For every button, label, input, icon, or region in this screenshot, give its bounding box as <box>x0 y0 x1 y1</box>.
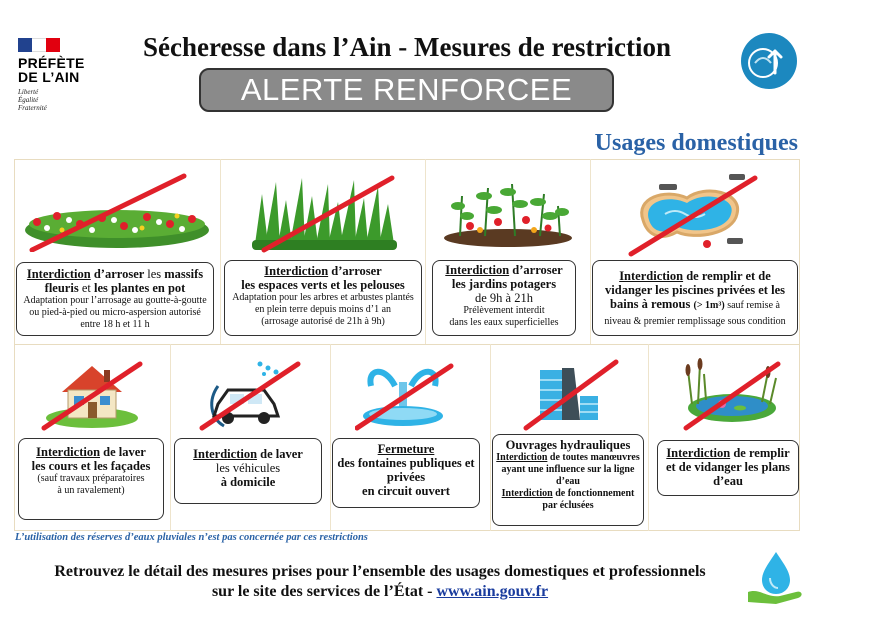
vegetable-garden-icon <box>440 176 576 250</box>
caption-detail: à un ravalement) <box>57 485 125 496</box>
caption-flower-beds: Interdiction d’arroser les massifs fleur… <box>16 262 214 336</box>
caption-text: de remplir et de vidanger les plans d’ea… <box>665 446 791 488</box>
caption-text: à domicile <box>220 475 276 489</box>
caption-text: les <box>147 267 162 281</box>
prefecture-logo: PRÉFÈTE DE L’AIN Liberté Égalité Fratern… <box>18 38 88 112</box>
caption-text: et <box>81 281 91 295</box>
caption-pools: Interdiction de remplir et de vidanger l… <box>592 260 798 336</box>
page-title: Sécheresse dans l’Ain - Mesures de restr… <box>143 32 671 62</box>
caption-courtyards: Interdiction de laver les cours et les f… <box>18 438 164 520</box>
keyword-fermeture: Fermeture <box>377 442 435 456</box>
french-flag-icon <box>18 38 60 52</box>
ddt-logo-icon <box>741 33 797 89</box>
caption-ponds: Interdiction de remplir et de vidanger l… <box>657 440 799 496</box>
caption-text: (> 1m³) <box>693 300 725 311</box>
keyword-interdiction: Interdiction <box>619 269 684 283</box>
caption-vegetable-gardens: Interdiction d’arroser les jardins potag… <box>432 260 576 336</box>
keyword-interdiction: Interdiction <box>36 445 101 459</box>
caption-text: de fonctionnement par éclusées <box>542 488 635 511</box>
caption-fountains: Fermeture des fontaines publiques et pri… <box>332 438 480 508</box>
grid-col-divider <box>330 344 331 531</box>
keyword-interdiction: Interdiction <box>496 452 548 463</box>
caption-text: de laver <box>257 447 303 461</box>
keyword-interdiction: Interdiction <box>193 447 258 461</box>
grid-col-divider <box>490 344 491 531</box>
grid-col-divider <box>170 344 171 531</box>
caption-text: les espaces verts et les pelouses <box>241 278 405 292</box>
caption-text: les plantes en pot <box>90 281 186 295</box>
motto-fraternite: Fraternité <box>18 104 47 112</box>
grid-col-divider <box>590 159 591 344</box>
caption-text: des fontaines publiques et privées <box>337 456 475 484</box>
house-icon <box>38 352 148 432</box>
alert-level-badge: ALERTE RENFORCEE <box>199 68 614 112</box>
restrictions-grid <box>14 159 800 531</box>
caption-text: les cours et les façades <box>31 459 151 473</box>
logo-name-line1: PRÉFÈTE <box>18 55 85 71</box>
caption-detail: (sauf travaux préparatoires <box>37 473 145 484</box>
motto-liberte: Liberté <box>18 88 39 96</box>
lawn-icon <box>250 172 400 254</box>
grid-col-divider <box>220 159 221 344</box>
caption-detail: Prélèvement interdit <box>463 305 545 316</box>
caption-vehicles: Interdiction de laver les véhicules à do… <box>174 438 322 504</box>
caption-text: de remplir et de vidanger les piscines p… <box>605 269 785 311</box>
caption-detail: Adaptation pour l’arrosage au goutte-à-g… <box>23 295 207 330</box>
grid-col-divider <box>425 159 426 344</box>
caption-text: en circuit ouvert <box>362 484 450 498</box>
fountain-icon <box>355 356 465 432</box>
caption-text: de 9h à 21h <box>475 291 533 305</box>
pond-icon <box>678 352 788 432</box>
footer-text: sur le site des services de l’État - <box>211 583 437 600</box>
caption-text: d’arroser <box>90 267 148 281</box>
footer-line1: Retrouvez le détail des mesures prises p… <box>54 563 706 580</box>
caption-lawns: Interdiction d’arroser les espaces verts… <box>224 260 422 336</box>
keyword-interdiction: Interdiction <box>445 263 510 277</box>
section-title: Usages domestiques <box>594 130 798 156</box>
caption-text: massifs fleuris <box>44 267 204 295</box>
swimming-pool-icon <box>625 168 765 258</box>
prefecture-website-link[interactable]: www.ain.gouv.fr <box>436 583 549 600</box>
keyword-interdiction: Interdiction <box>264 264 329 278</box>
grid-row-divider <box>14 344 800 345</box>
caption-text: de laver <box>100 445 146 459</box>
flower-bed-icon <box>22 172 212 252</box>
caption-text: d’arroser <box>509 263 563 277</box>
caption-text: d’arroser <box>328 264 382 278</box>
dam-icon <box>518 356 628 432</box>
grid-col-divider <box>648 344 649 531</box>
caption-detail: Adaptation pour les arbres et arbustes p… <box>232 292 414 315</box>
car-wash-icon <box>198 356 308 432</box>
caption-text: de toutes manœuvres ayant une influence … <box>501 452 640 487</box>
keyword-interdiction: Interdiction <box>666 446 731 460</box>
water-drop-hand-icon <box>746 548 806 604</box>
logo-name-line2: DE L’AIN <box>18 69 80 85</box>
caption-hydraulic-works: Ouvrages hydrauliques Interdiction de to… <box>492 434 644 526</box>
footer-line2: sur le site des services de l’État - www… <box>10 582 750 602</box>
keyword-interdiction: Interdiction <box>26 267 91 281</box>
caption-detail: sauf remise à niveau & premier remplissa… <box>604 300 786 327</box>
rainwater-note: L’utilisation des réserves d’eaux pluvia… <box>15 532 368 543</box>
caption-text: les véhicules <box>215 461 281 475</box>
footer-info: Retrouvez le détail des mesures prises p… <box>10 562 750 602</box>
caption-detail: (arrosage autorisé de 21h à 9h) <box>261 316 385 327</box>
caption-detail: dans les eaux superficielles <box>449 317 559 328</box>
caption-text: Ouvrages hydrauliques <box>505 438 631 452</box>
motto-egalite: Égalité <box>18 96 39 104</box>
caption-text: les jardins potagers <box>451 277 557 291</box>
keyword-interdiction: Interdiction <box>501 488 553 499</box>
